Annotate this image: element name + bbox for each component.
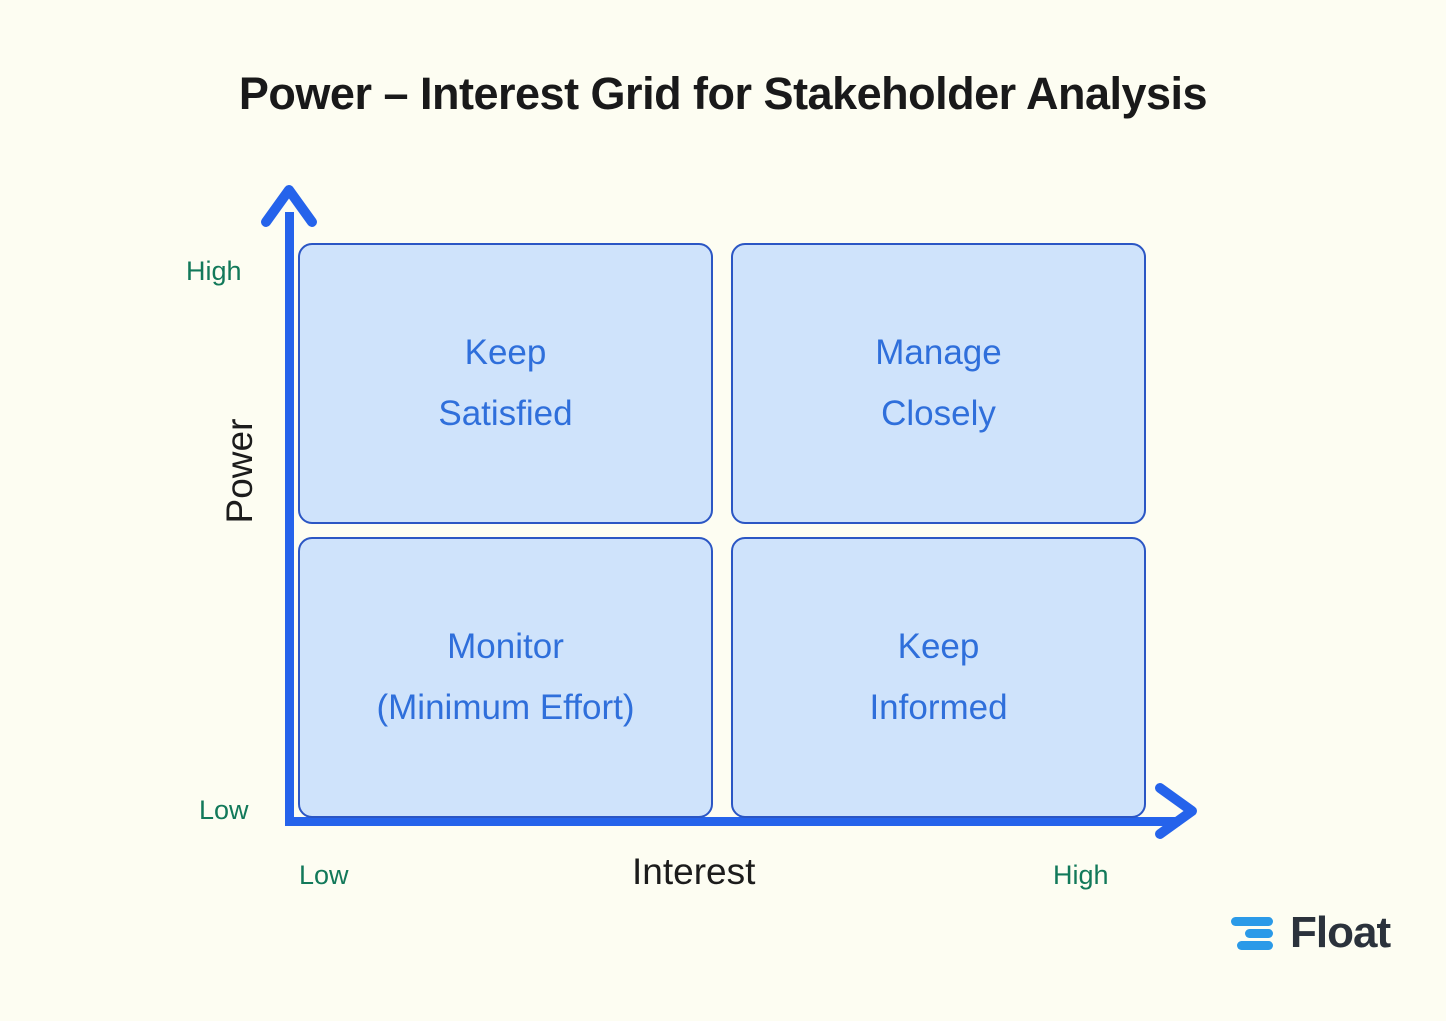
y-axis-line bbox=[285, 212, 294, 826]
quadrant-label-line2: Satisfied bbox=[438, 393, 573, 433]
logo-bar-middle bbox=[1245, 929, 1273, 938]
y-axis-arrow-icon bbox=[258, 178, 320, 239]
quadrant-manage-closely[interactable]: Manage Closely bbox=[731, 243, 1146, 524]
x-axis-title: Interest bbox=[632, 851, 756, 892]
logo-bar-bottom bbox=[1237, 941, 1273, 950]
x-axis-low-label: Low bbox=[299, 860, 349, 890]
quadrant-monitor-minimum-effort[interactable]: Monitor (Minimum Effort) bbox=[298, 537, 713, 818]
y-axis-title: Power bbox=[219, 418, 260, 524]
quadrant-keep-informed[interactable]: Keep Informed bbox=[731, 537, 1146, 818]
x-axis-high-label: High bbox=[1053, 860, 1109, 890]
quadrant-label-line2: Informed bbox=[869, 687, 1008, 727]
quadrant-label-line2: Closely bbox=[881, 393, 996, 433]
y-axis-high-label: High bbox=[186, 256, 242, 286]
float-logo: Float bbox=[1231, 908, 1391, 957]
y-axis-low-label: Low bbox=[199, 795, 249, 825]
page-title: Power – Interest Grid for Stakeholder An… bbox=[238, 68, 1208, 119]
x-axis-line bbox=[285, 817, 1180, 826]
quadrant-grid: Keep Satisfied Manage Closely Monitor (M… bbox=[298, 243, 1146, 818]
x-axis-arrow-icon bbox=[1148, 780, 1204, 847]
quadrant-label-line1: Keep bbox=[464, 333, 547, 373]
quadrant-label-line1: Monitor bbox=[447, 627, 564, 667]
quadrant-label-line1: Keep bbox=[897, 627, 980, 667]
quadrant-label-line1: Manage bbox=[875, 333, 1002, 373]
float-bars-icon bbox=[1231, 910, 1281, 956]
logo-bar-top bbox=[1231, 917, 1273, 926]
quadrant-keep-satisfied[interactable]: Keep Satisfied bbox=[298, 243, 713, 524]
quadrant-label-line2: (Minimum Effort) bbox=[376, 687, 635, 727]
logo-wordmark: Float bbox=[1290, 908, 1391, 957]
